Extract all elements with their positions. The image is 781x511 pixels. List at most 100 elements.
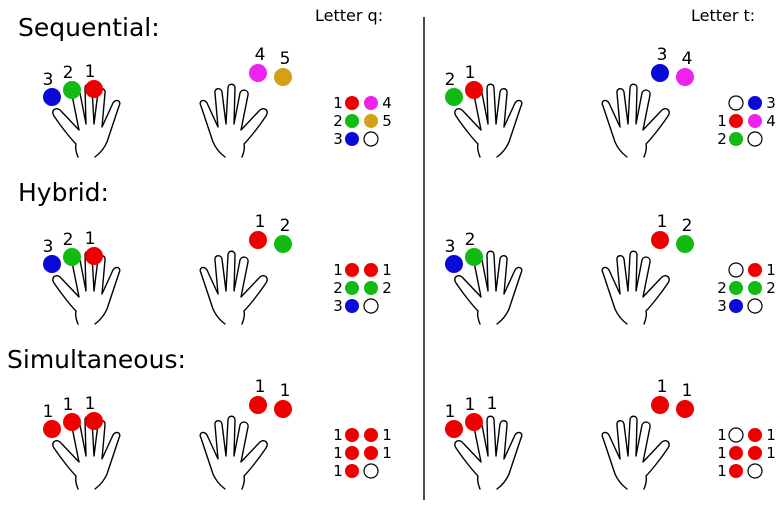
letter-q-label: Letter q: [315,6,383,25]
dot-number: 3 [717,297,727,315]
finger-dot [465,81,483,99]
braille-dot [729,114,743,128]
finger-number: 2 [280,216,291,236]
finger-number: 1 [682,381,693,401]
dot-number: 2 [766,279,776,297]
right-hand [199,83,268,158]
braille-dot [345,281,359,295]
finger-number: 1 [487,394,498,414]
finger-dot [43,255,61,273]
finger-dot [85,412,103,430]
finger-number: 3 [657,45,668,65]
dot-number: 1 [382,261,392,279]
left-hand [52,250,121,325]
dot-number: 4 [382,94,392,112]
finger-dot [249,231,267,249]
braille-dot [364,446,378,460]
braille-dot [345,114,359,128]
dot-number: 1 [333,444,343,462]
finger-number: 1 [85,62,96,82]
finger-number: 2 [465,230,476,250]
dot-number: 2 [382,279,392,297]
finger-number: 3 [43,237,54,257]
finger-dot [651,231,669,249]
braille-dot [729,464,743,478]
braille-dot [345,132,359,146]
finger-number: 2 [63,230,74,250]
braille-dot [345,263,359,277]
dot-number: 2 [717,279,727,297]
braille-dot [748,428,762,442]
dot-number: 1 [333,261,343,279]
finger-dot [43,88,61,106]
braille-dot [364,428,378,442]
finger-dot [63,413,81,431]
braille-dot [363,131,379,147]
dot-number: 2 [333,279,343,297]
braille-dot [748,263,762,277]
braille-dot [364,114,378,128]
dot-number: 2 [333,112,343,130]
braille-dot [345,299,359,313]
braille-dot [728,262,744,278]
braille-dot [345,96,359,110]
dot-number: 1 [382,426,392,444]
row-title-hybrid: Hybrid: [18,178,109,207]
braille-dot [729,281,743,295]
finger-number: 5 [280,49,291,69]
finger-number: 1 [657,212,668,232]
braille-dot [728,427,744,443]
dot-number: 1 [333,94,343,112]
dot-number: 5 [382,112,392,130]
finger-dot [445,88,463,106]
finger-dot [249,64,267,82]
right-hand [199,415,268,490]
finger-dot [445,420,463,438]
finger-number: 1 [280,381,291,401]
finger-dot [445,255,463,273]
braille-dot [364,263,378,277]
row-title-simultaneous: Simultaneous: [7,345,186,374]
dot-number: 1 [717,444,727,462]
braille-cell: 1 4 2 5 3 [333,94,392,148]
left-hand [454,415,523,490]
finger-dot [465,413,483,431]
finger-dot [651,64,669,82]
braille-dot [747,463,763,479]
finger-dot [676,68,694,86]
finger-number: 1 [63,395,74,415]
braille-dot [748,281,762,295]
dot-number: 3 [333,130,343,148]
braille-dot [747,298,763,314]
finger-number: 1 [657,377,668,397]
dot-number: 1 [333,462,343,480]
finger-number: 1 [43,402,54,422]
right-hand [601,415,670,490]
dot-number: 1 [717,112,727,130]
braille-dot [345,464,359,478]
braille-dot [364,281,378,295]
finger-number: 1 [85,229,96,249]
finger-number: 4 [255,45,266,65]
braille-dot [363,298,379,314]
finger-number: 1 [255,212,266,232]
finger-number: 1 [85,394,96,414]
braille-dot [363,463,379,479]
braille-dot [729,299,743,313]
braille-dot [345,446,359,460]
braille-dot [729,446,743,460]
finger-number: 2 [445,70,456,90]
right-hand [199,250,268,325]
finger-number: 3 [445,237,456,257]
finger-dot [85,80,103,98]
braille-dot [728,95,744,111]
